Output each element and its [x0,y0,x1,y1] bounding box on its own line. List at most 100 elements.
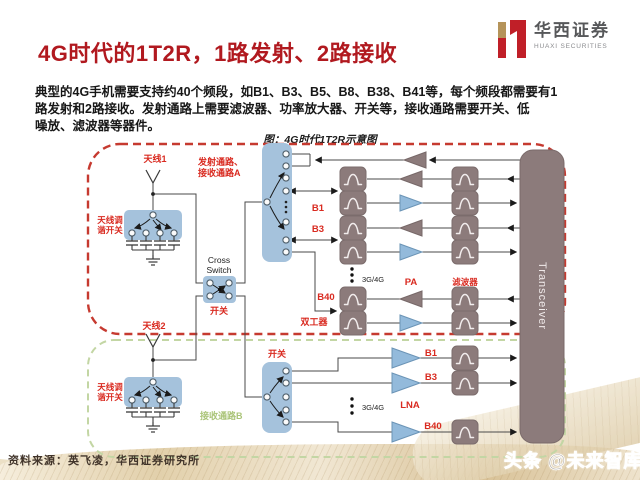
wire [232,201,262,284]
port-icon [282,236,290,244]
capacitor-icon [153,407,167,413]
port-icon [263,198,271,206]
wire [289,251,338,315]
ellipsis-dot [350,411,354,415]
watermark: 头条 @未来智库 [504,451,640,472]
band-b40-label: B40 [317,292,334,303]
capacitor-icon [153,240,167,246]
capacitor-icon [125,240,139,246]
port-icon [225,279,233,287]
main-switch-a [262,143,292,262]
main-switch-b [262,362,292,433]
pa-amplifier-b1 [399,170,423,188]
port-icon [206,279,214,287]
cross-switch-label-1: Cross [208,255,230,265]
port-icon [156,396,164,404]
source-note: 资料来源：英飞凌，华西证券研究所 [8,455,200,467]
filter-icon [451,166,479,192]
wire [232,295,262,398]
region-a-border [86,142,567,336]
band-group-label: 3G/4G [362,275,384,284]
lower-switch-label: 开关 [268,348,286,359]
filter-icon [451,370,479,396]
pa-amplifier-b3 [399,219,423,237]
huaxi-logo-icon [498,20,526,58]
port-icon [282,418,290,426]
wire [153,295,207,361]
capacitor-icon [139,407,153,413]
capacitor-icon [139,240,153,246]
logo-red-bar [498,38,506,58]
rx-b3-label: B3 [425,372,437,383]
capacitor-icon [125,407,139,413]
tuner1-label-1: 天线调 [97,215,123,225]
filter-icon [451,215,479,241]
tuner1-box [124,210,182,240]
port-icon [282,379,290,387]
page-title: 4G时代的1T2R，1路发射、2路接收 [38,41,398,66]
lna-amplifier-rx-b1 [391,347,422,369]
port-icon [170,396,178,404]
body-paragraph: 典型的4G手机需要支持约40个频段，如B1、B3、B5、B8、B38、B41等，… [35,84,615,135]
filter-icon [339,310,367,336]
capacitor-icon [167,407,181,413]
region-a-path-label-1: 发射通路、 [197,156,243,167]
filter-icon [451,345,479,371]
body-line-1: 典型的4G手机需要支持约40个频段，如B1、B3、B5、B8、B38、B41等，… [35,85,558,99]
duplexer-b3 [339,215,367,265]
wire [289,357,392,372]
capacitor-icon [167,240,181,246]
junction-dot [151,358,155,362]
port-icon [142,229,150,237]
filter-icon [451,286,479,312]
filter-label: 滤波器 [452,277,478,287]
logo-name-en: HUAXI SECURITIES [534,43,608,50]
duplexer-label: 双工器 [300,317,328,327]
ellipsis-dot [350,273,354,277]
ellipsis-dot [350,279,354,283]
cross-switch-cn-label: 开关 [210,305,228,316]
wire [153,193,207,284]
logo-gold-bar [498,22,506,38]
port-icon [128,396,136,404]
lna-amplifier-b1 [399,194,423,212]
pa-label: PA [405,277,418,288]
ellipsis-dot [350,404,354,408]
wire [289,421,392,433]
band-b1-label: B1 [312,203,325,214]
port-icon [282,162,290,170]
rx-b40-label: B40 [424,421,441,432]
filter-icon [339,286,367,312]
ground-icon [145,421,161,433]
region-b-border [87,339,566,458]
filter-icon [451,190,479,216]
lna-amplifier-rx-b3 [391,372,422,394]
filter-icon [339,215,367,241]
port-icon [282,187,290,195]
logo: 华西证券 HUAXI SECURITIES [498,20,610,60]
port-icon [142,396,150,404]
port-icon [170,229,178,237]
body-line-3: 噪放、滤波器等器件。 [35,119,161,133]
port-icon [156,229,164,237]
antenna-tuner-switch-2 [124,377,182,433]
filter-icon [451,419,479,445]
duplexer-b1 [339,166,367,216]
rx-b1-label: B1 [425,348,438,359]
pa-amplifier-top [403,151,427,169]
cross-switch-label-2: Switch [206,265,231,275]
lna-amplifier-b3 [399,243,423,261]
logo-text: 华西证券 HUAXI SECURITIES [534,20,610,50]
lna-label: LNA [400,400,420,411]
filter-icon [339,166,367,192]
port-icon [282,218,290,226]
duplexer-b40 [339,286,367,336]
tuner1-label-2: 谐开关 [97,225,123,235]
logo-red-one [510,20,526,58]
filter-icon [339,239,367,265]
port-icon [149,378,157,386]
body-line-2: 路发射和2路接收。发射通路上需要滤波器、功率放大器、开关等，接收通路需要开关、低 [35,102,530,116]
port-icon [282,393,290,401]
antenna1-label: 天线1 [143,153,166,164]
